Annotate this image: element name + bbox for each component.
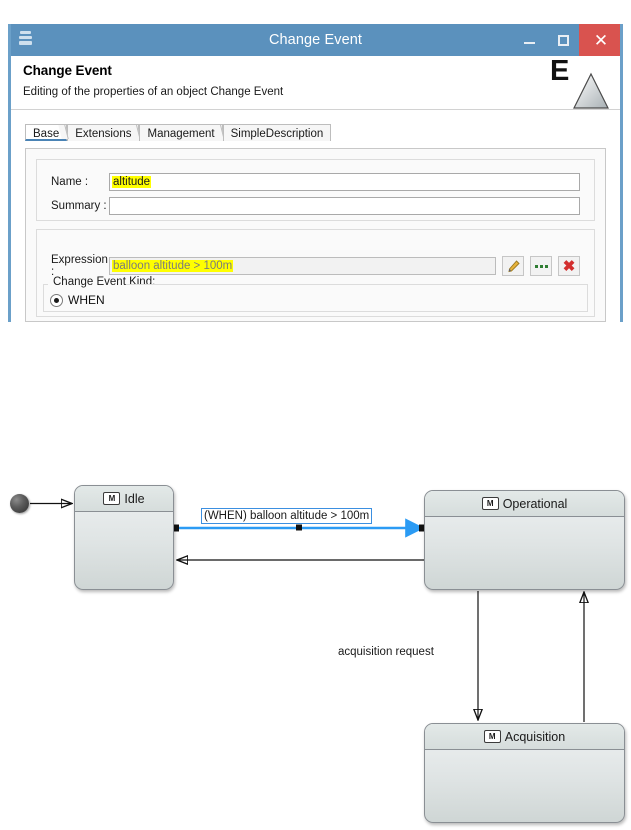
state-operational-label: Operational [502, 496, 568, 511]
transition-label-acquisition-request[interactable]: acquisition request [338, 646, 434, 658]
red-x-icon: ✖ [562, 257, 576, 275]
close-button[interactable]: ✕ [579, 24, 620, 56]
edge-handle-mid[interactable] [296, 524, 302, 531]
name-row: Name : altitude [37, 172, 594, 192]
model-badge-icon: M [481, 497, 499, 510]
radio-when[interactable]: WHEN [50, 293, 105, 307]
tab-bar[interactable]: Base Extensions Management SimpleDescrip… [25, 121, 620, 141]
expression-row: Expression : balloon altitude > 100m ✖ [37, 254, 594, 278]
edge-handle-start[interactable] [172, 524, 179, 532]
maximize-button[interactable] [547, 24, 579, 56]
state-operational-header: M Operational [425, 491, 624, 517]
expression-group: Expression : balloon altitude > 100m ✖ [36, 229, 595, 317]
tab-base-label: Base [33, 128, 60, 140]
ellipsis-icon [534, 264, 548, 268]
summary-label: Summary : [51, 200, 107, 212]
triangle-icon [573, 72, 609, 109]
minimize-button[interactable] [513, 24, 545, 56]
brand-logo: E [544, 56, 614, 110]
edge-handle-end[interactable] [419, 524, 426, 532]
tab-filler [331, 140, 620, 141]
state-idle[interactable]: M Idle [74, 485, 174, 590]
delete-expression-button[interactable]: ✖ [558, 256, 580, 276]
radio-when-indicator [50, 293, 63, 307]
base-fields-group: Name : altitude Summary : [36, 159, 595, 221]
initial-pseudostate[interactable] [10, 494, 29, 513]
summary-input[interactable] [109, 197, 580, 215]
transition-edges [30, 460, 631, 722]
maximize-icon [557, 34, 569, 46]
state-operational[interactable]: M Operational [424, 490, 625, 590]
expression-label: Expression : [51, 254, 108, 278]
state-acquisition-label: Acquisition [504, 729, 566, 744]
tab-management-label: Management [147, 128, 215, 140]
edit-expression-button[interactable] [502, 256, 524, 276]
window-titlebar: Change Event ✕ [11, 24, 620, 56]
name-label: Name : [51, 176, 89, 188]
tab-management[interactable]: Management [139, 124, 223, 141]
state-acquisition-header: M Acquisition [425, 724, 624, 750]
tab-panel-base: Name : altitude Summary : Expression : b… [25, 148, 606, 322]
expression-value: balloon altitude > 100m [112, 260, 234, 272]
browse-expression-button[interactable] [530, 256, 552, 276]
window-title: Change Event [268, 32, 363, 48]
tab-extensions[interactable]: Extensions [67, 124, 140, 141]
expression-input[interactable]: balloon altitude > 100m [109, 257, 496, 275]
minimize-icon [523, 42, 535, 44]
state-machine-diagram: M Idle M Operational M Acquisition (WHEN… [0, 460, 631, 830]
state-acquisition[interactable]: M Acquisition [424, 723, 625, 823]
model-badge-icon: M [483, 730, 501, 743]
tab-extensions-label: Extensions [75, 128, 132, 140]
state-idle-label: Idle [124, 491, 145, 506]
radio-when-label: WHEN [68, 293, 105, 307]
change-event-kind-legend: Change Event Kind: [50, 276, 159, 288]
change-event-dialog: Change Event ✕ Change Event Editing of t… [8, 24, 623, 322]
close-icon: ✕ [593, 30, 609, 50]
dialog-header: Change Event Editing of the properties o… [11, 56, 620, 110]
tab-base[interactable]: Base [25, 124, 68, 141]
tab-simpledescription[interactable]: SimpleDescription [222, 124, 332, 141]
change-event-kind-group: Change Event Kind: WHEN [43, 276, 588, 312]
summary-row: Summary : [37, 196, 594, 216]
transition-label-selected[interactable]: (WHEN) balloon altitude > 100m [201, 508, 373, 524]
page-title: Change Event [23, 63, 112, 78]
name-input[interactable]: altitude [109, 173, 580, 191]
stack-layers-icon [19, 31, 32, 48]
pencil-icon [507, 259, 520, 272]
logo-letter: E [550, 55, 570, 87]
state-idle-header: M Idle [75, 486, 173, 512]
name-value: altitude [112, 176, 152, 188]
model-badge-icon: M [103, 492, 121, 505]
page-subtitle: Editing of the properties of an object C… [23, 86, 284, 98]
tab-simpledescription-label: SimpleDescription [230, 128, 324, 140]
